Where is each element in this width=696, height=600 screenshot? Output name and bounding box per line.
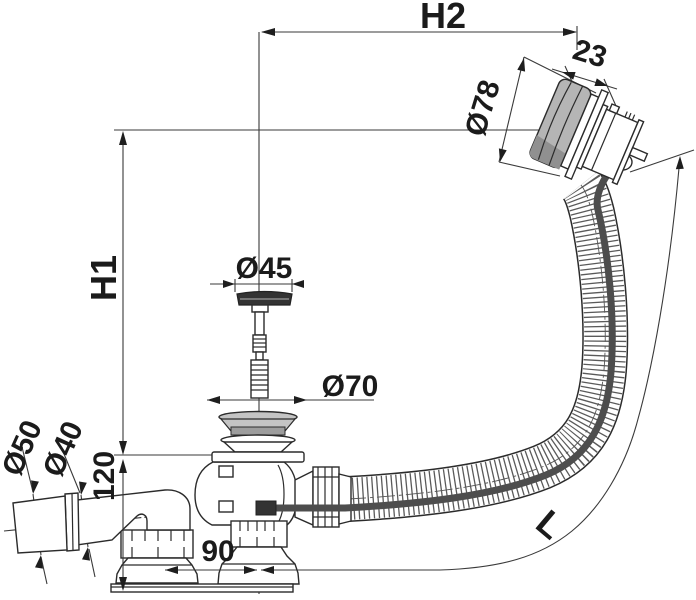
label-d40: Ø40 [37, 417, 90, 482]
label-h2: H2 [420, 0, 466, 36]
corrugated-hose [346, 170, 629, 522]
dimension-h1 [119, 131, 127, 455]
label-23: 23 [569, 33, 611, 74]
dimension-d45 [210, 280, 304, 288]
trap-base [110, 520, 300, 593]
hose-union-nut [294, 466, 352, 528]
label-d70: Ø70 [322, 370, 379, 403]
dimension-d70 [207, 396, 374, 404]
dimension-d78 [498, 56, 526, 163]
dimension-120 [119, 459, 127, 591]
dimension-d40 [79, 481, 90, 561]
dimension-h2 [261, 28, 577, 36]
dimension-d50 [31, 480, 43, 569]
dimension-90 [165, 566, 257, 574]
label-120: 120 [88, 451, 121, 501]
waste-strainer [211, 410, 305, 463]
cable [258, 159, 624, 512]
drain-tee-body [194, 461, 298, 526]
label-90: 90 [201, 535, 234, 568]
label-d45: Ø45 [236, 252, 293, 285]
cable-end-block [255, 500, 277, 516]
label-d78: Ø78 [459, 76, 507, 140]
label-h1: H1 [83, 255, 124, 301]
overflow-head [529, 78, 649, 186]
outlet-elbow-pipe [12, 489, 191, 554]
label-l: L [528, 502, 571, 548]
dimension-l [261, 156, 684, 574]
dimension-23 [551, 68, 618, 90]
plug-stopper [236, 290, 293, 399]
